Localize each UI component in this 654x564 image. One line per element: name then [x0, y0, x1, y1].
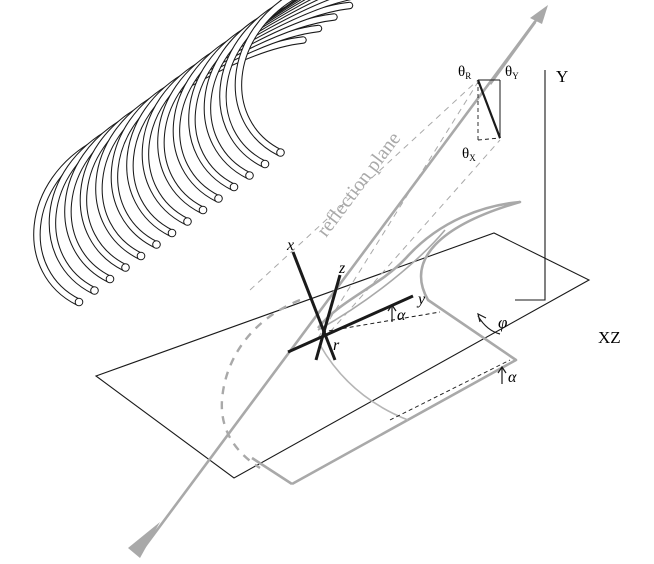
phi-arc	[477, 312, 501, 335]
fiber-end-cap	[276, 148, 285, 157]
fiber-end-cap	[136, 251, 146, 261]
dashed-guide-2	[249, 79, 479, 291]
reflection-axis	[138, 14, 542, 554]
reflection-plane-label: reflection plane	[312, 128, 405, 241]
fiber-bundle	[33, 0, 354, 307]
fiber-end-cap	[74, 297, 84, 307]
alpha-upper-arrow	[387, 303, 397, 322]
fiber-end-cap	[260, 159, 270, 169]
fiber-end-cap	[214, 194, 223, 203]
local-r-label: r	[333, 337, 340, 354]
plane-xz-label: XZ	[598, 328, 621, 347]
reflected-fiber-upper	[317, 229, 446, 331]
phi-label: φ	[498, 313, 507, 332]
fiber-tube-core	[235, 0, 293, 156]
reflection-axis-arrow-bottom	[128, 522, 160, 558]
local-y-axis	[287, 294, 414, 354]
fiber-end-cap	[90, 286, 99, 295]
y-axis-line	[515, 70, 546, 301]
fiber-end-cap	[167, 228, 177, 238]
hidden-fiber-curve	[220, 298, 301, 470]
alpha-lower-label: α	[508, 369, 517, 386]
reflected-fiber-curve	[319, 344, 409, 421]
reflection-axis-top-segment	[488, 21, 537, 85]
alpha-lower-arrow	[497, 365, 507, 384]
fiber-end-cap	[183, 217, 192, 226]
fiber-tube	[188, 0, 299, 191]
alpha-upper-label: α	[397, 307, 406, 324]
axis-y-label: Y	[556, 67, 568, 86]
dashed-guide-3	[329, 139, 501, 333]
fiber-end-cap	[121, 263, 130, 272]
fiber-end-cap	[198, 205, 208, 215]
reflection-plane-outline	[291, 200, 522, 486]
dashed-guide-4	[389, 359, 511, 421]
local-y-label: y	[416, 291, 426, 308]
fiber-tube-core	[189, 0, 297, 190]
fiber-end-cap	[152, 240, 161, 249]
local-z-axis	[314, 274, 342, 361]
fiber-end-cap	[245, 171, 254, 180]
fiber-end-cap	[229, 182, 239, 192]
theta-x-label: θX	[462, 146, 476, 163]
fiber-end-cap	[105, 274, 115, 284]
angle-triangle	[476, 79, 502, 141]
local-z-label: z	[338, 260, 346, 277]
local-x-label: x	[286, 237, 294, 254]
theta-y-label: θY	[505, 64, 519, 81]
xz-plane	[94, 232, 591, 479]
local-alpha-line	[321, 311, 441, 333]
theta-r-label: θR	[458, 64, 471, 81]
reflection-axis-arrow-top	[530, 5, 548, 24]
reflection-plane-lower-edge	[251, 456, 293, 486]
local-x-axis	[291, 251, 337, 361]
